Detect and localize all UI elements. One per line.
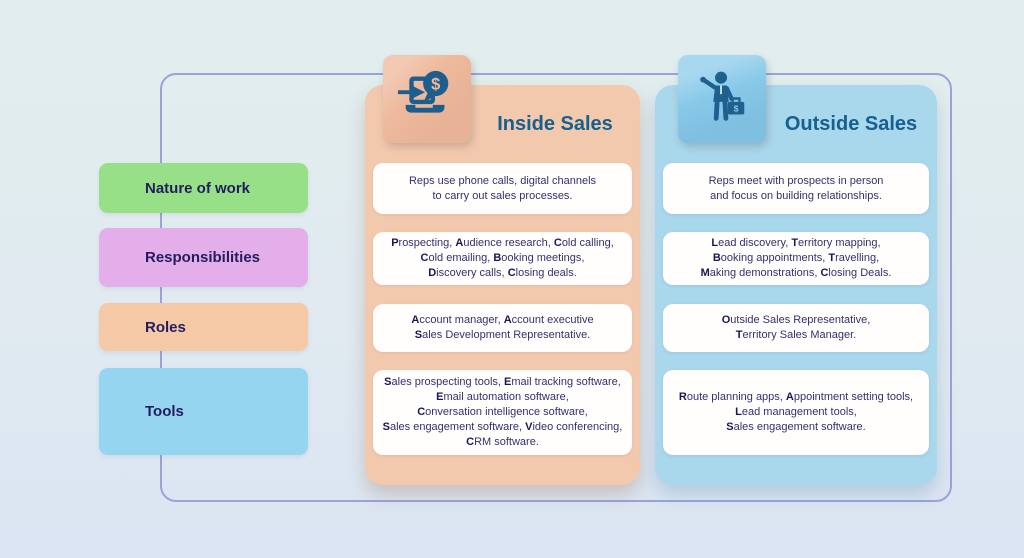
salesperson-briefcase-icon: $: [700, 71, 745, 121]
category-label: Responsibilities: [145, 249, 261, 266]
inside-sales-tile: $: [383, 55, 471, 143]
inside-sales-title: Inside Sales: [497, 113, 613, 135]
outside-sales-title: Outside Sales: [784, 113, 918, 135]
category-box-nature-of-work: Nature of work: [99, 163, 308, 213]
category-box-tools: Tools: [99, 368, 308, 455]
inside-responsibilities-card: Prospecting, Audience research, Cold cal…: [373, 232, 632, 285]
category-label: Nature of work: [145, 179, 251, 197]
category-box-responsibilities: Responsibilities: [99, 228, 308, 287]
svg-text:$: $: [431, 75, 440, 93]
category-label: Roles: [145, 318, 186, 336]
category-label: Tools: [145, 403, 184, 420]
svg-text:$: $: [734, 104, 739, 114]
inside-tools-card: Sales prospecting tools, Email tracking …: [373, 370, 632, 455]
outer-frame: [160, 73, 952, 502]
outside-sales-tile: $: [678, 55, 766, 143]
laptop-dollar-chat-icon: $: [397, 70, 449, 113]
category-box-roles: Roles: [99, 303, 308, 351]
outside-roles-card: Outside Sales Representative,Territory S…: [663, 304, 929, 352]
outside-responsibilities-card: Lead discovery, Territory mapping,Bookin…: [663, 232, 929, 285]
outside-tools-card: Route planning apps, Appointment setting…: [663, 370, 929, 455]
